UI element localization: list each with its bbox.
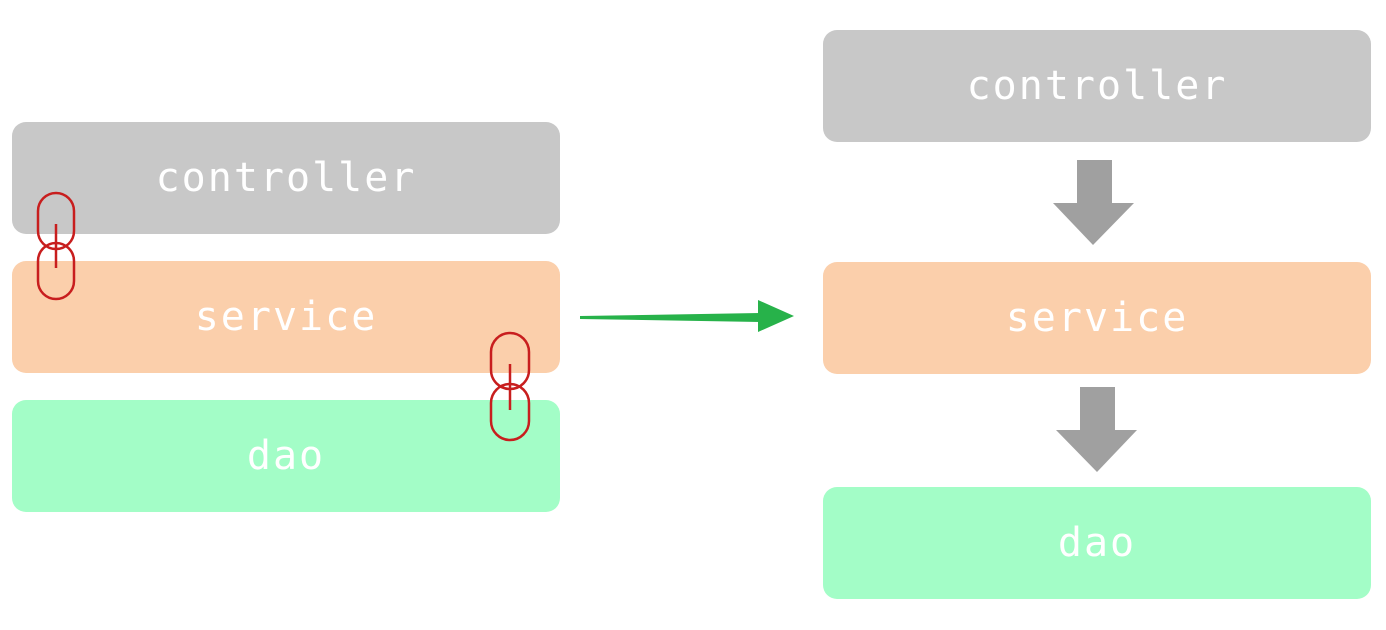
left-service-label: service: [194, 294, 378, 340]
left-dao-label: dao: [246, 433, 326, 479]
down-arrow-icon: [1056, 387, 1137, 472]
right-arrow-icon: [580, 300, 794, 332]
right-controller-layer: controller: [823, 30, 1371, 142]
right-dao-layer: dao: [823, 487, 1371, 599]
right-dao-label: dao: [1057, 520, 1137, 566]
right-controller-label: controller: [966, 63, 1228, 109]
right-service-label: service: [1005, 295, 1189, 341]
down-arrow-icon: [1053, 160, 1134, 245]
left-service-layer: service: [12, 261, 560, 373]
right-service-layer: service: [823, 262, 1371, 374]
left-controller-label: controller: [155, 155, 417, 201]
left-controller-layer: controller: [12, 122, 560, 234]
left-dao-layer: dao: [12, 400, 560, 512]
